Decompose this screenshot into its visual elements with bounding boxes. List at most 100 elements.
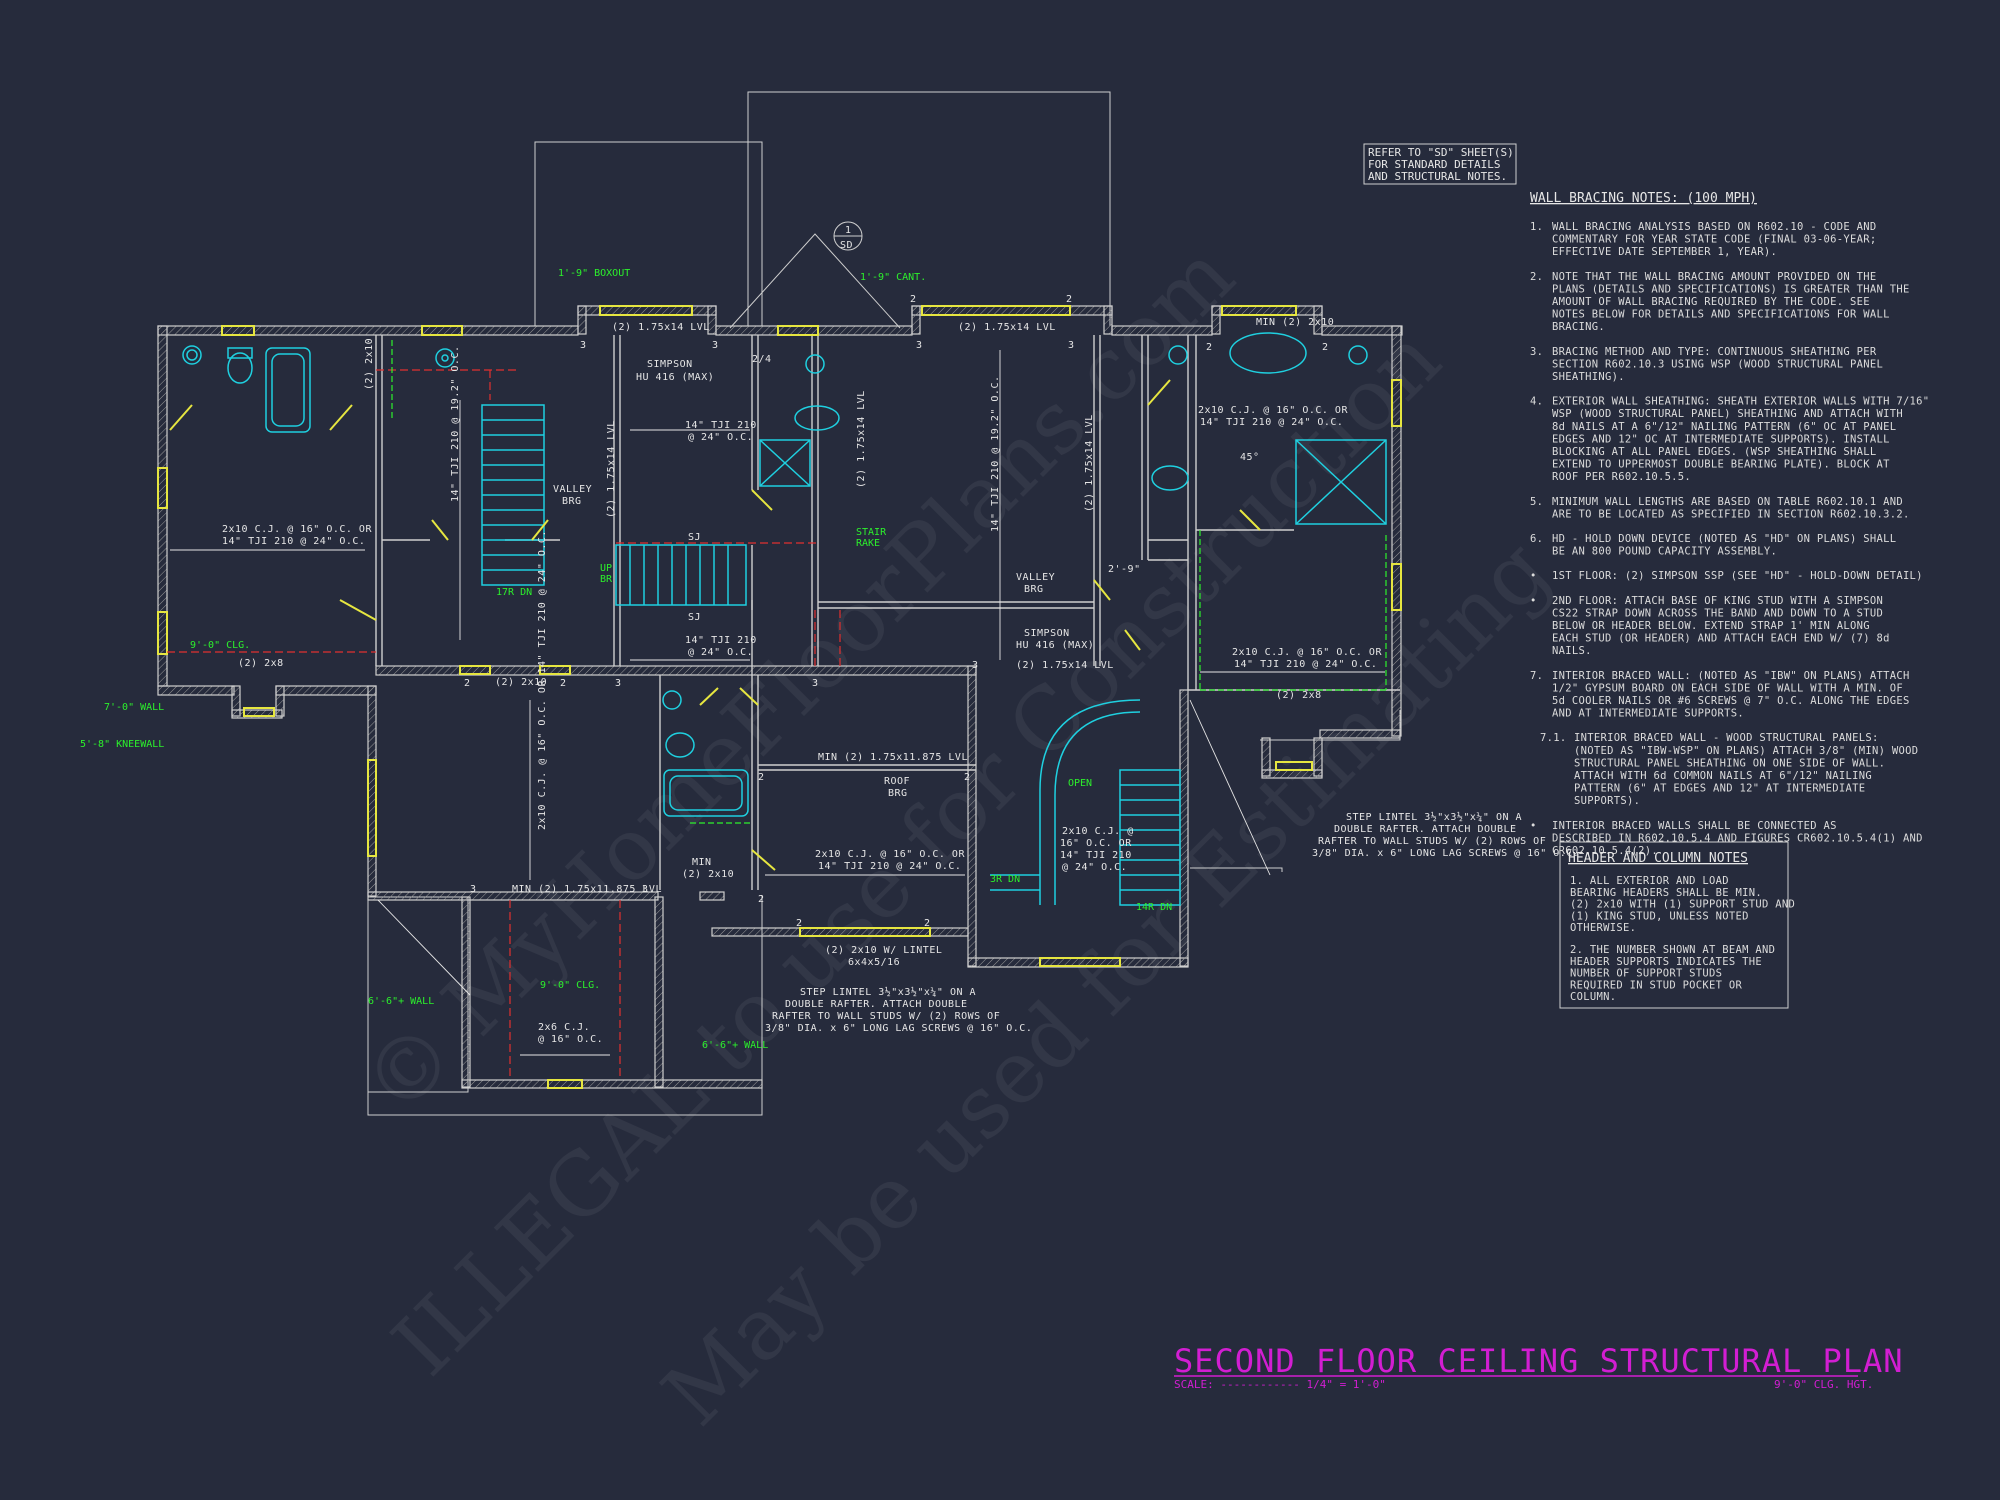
joist-label: 14" TJI 210 @ 19.2" O.C. bbox=[990, 376, 1001, 533]
wall-bracing-line: 1/2" GYPSUM BOARD ON EACH SIDE OF WALL W… bbox=[1552, 682, 1903, 694]
wall-bracing-line: NAILS. bbox=[1552, 645, 1592, 657]
joist-label: 2x10 C.J. @ 16" O.C. OR bbox=[1232, 647, 1382, 658]
lintel-note: DOUBLE RAFTER. ATTACH DOUBLE bbox=[1334, 824, 1517, 835]
stair-down-note: 3R DN bbox=[990, 874, 1020, 885]
wall-bracing-line: INTERIOR BRACED WALL: (NOTED AS "IBW" ON… bbox=[1552, 670, 1910, 682]
stair-left bbox=[481, 404, 545, 586]
wall-bracing-line: HD - HOLD DOWN DEVICE (NOTED AS "HD" ON … bbox=[1552, 533, 1896, 545]
dimension-label: 2'-9" bbox=[1108, 564, 1141, 575]
scale-label: SCALE: ------------ 1/4" = 1'-0" bbox=[1174, 1378, 1386, 1391]
wall-bracing-line: AND AT INTERMEDIATE SUPPORTS. bbox=[1552, 708, 1744, 720]
cant-note: 1'-9" CANT. bbox=[860, 272, 926, 283]
joist-label: 2x6 C.J. bbox=[538, 1022, 590, 1033]
header-label: 6x4x5/16 bbox=[848, 957, 900, 968]
sj-label: SJ bbox=[688, 532, 701, 543]
post-count: 3 bbox=[916, 340, 923, 351]
wall-bracing-line: WSP (WOOD STRUCTURAL PANEL) SHEATHING AN… bbox=[1552, 408, 1903, 420]
post-count: 3 bbox=[615, 678, 622, 689]
lintel-note: RAFTER TO WALL STUDS W/ (2) ROWS OF bbox=[772, 1011, 1000, 1022]
wall-bracing-line: CS22 STRAP DOWN ACROSS THE BAND AND DOWN… bbox=[1552, 607, 1883, 619]
wall-bracing-line: BRACING. bbox=[1552, 321, 1605, 333]
header-note-line: REQUIRED IN STUD POCKET OR bbox=[1570, 979, 1743, 991]
ceiling-note: 9'-0" CLG. bbox=[540, 980, 600, 991]
section-marker: 1 SD bbox=[833, 221, 863, 251]
wall-note: 7'-0" WALL bbox=[104, 702, 164, 713]
post-count: 2 bbox=[758, 894, 765, 905]
wall-bracing-line: EXTEND TO UPPERMOST DOUBLE BEARING PLATE… bbox=[1552, 459, 1890, 471]
post-count: 2 bbox=[796, 918, 803, 929]
hanger-label: HU 416 (MAX) bbox=[1016, 640, 1094, 651]
post-count: 2 bbox=[758, 772, 765, 783]
header-note-line: HEADER SUPPORTS INDICATES THE bbox=[1570, 956, 1762, 968]
boxout-note: 1'-9" BOXOUT bbox=[558, 268, 630, 279]
lintel-note: 3/8" DIA. x 6" LONG LAG SCREWS @ 16" O.C… bbox=[1312, 848, 1579, 859]
kneewall-note: 5'-8" KNEEWALL bbox=[80, 739, 164, 750]
joist-label: @ 16" O.C. bbox=[538, 1034, 603, 1045]
header-label: MIN bbox=[692, 857, 712, 868]
roof-brg-label: BRG bbox=[888, 788, 908, 799]
stair-right bbox=[990, 699, 1181, 906]
stair-up-note: BR bbox=[600, 574, 613, 585]
wall-bracing-line: NOTES BELOW FOR DETAILS AND SPECIFICATIO… bbox=[1552, 309, 1890, 321]
joist-label: 2x10 C.J. @ 16" O.C. OR bbox=[1198, 405, 1348, 416]
stair-down-note: 14R DN bbox=[1136, 902, 1172, 913]
wall-bracing-number: 5. bbox=[1530, 496, 1543, 508]
post-count: 3 bbox=[642, 884, 649, 895]
post-count: 2 bbox=[964, 772, 971, 783]
joist-label: @ 24" O.C. bbox=[1062, 862, 1127, 873]
refer-note-line: REFER TO "SD" SHEET(S) bbox=[1368, 146, 1514, 159]
beam-label: MIN (2) 1.75x11.875 LVL bbox=[818, 752, 968, 763]
refer-note-line: AND STRUCTURAL NOTES. bbox=[1368, 170, 1507, 183]
wall-bracing-line: SHEATHING). bbox=[1552, 371, 1625, 383]
wall-bracing-line: CR602.10.5.4(2). bbox=[1552, 845, 1658, 857]
wall-note: 6'-6"+ WALL bbox=[368, 996, 434, 1007]
header-note-line: COLUMN. bbox=[1570, 991, 1616, 1003]
post-count: 2 bbox=[1322, 342, 1329, 353]
joist-label: 16" O.C. OR bbox=[1060, 838, 1132, 849]
post-count: 2 bbox=[1206, 342, 1213, 353]
hanger-label: SIMPSON bbox=[1024, 628, 1070, 639]
wall-bracing-line: STRUCTURAL PANEL SHEATHING ON ONE SIDE O… bbox=[1574, 757, 1885, 769]
lintel-note: RAFTER TO WALL STUDS W/ (2) ROWS OF bbox=[1318, 836, 1546, 847]
beam-label: (2) 1.75x14 LVL bbox=[606, 420, 617, 518]
wall-bracing-number: • bbox=[1530, 595, 1537, 607]
wall-bracing-line: 5d COOLER NAILS OR #6 SCREWS @ 7" O.C. A… bbox=[1552, 695, 1910, 707]
post-count: 2 bbox=[560, 678, 567, 689]
header-label: (2) 2x10 bbox=[364, 338, 375, 390]
refer-note-line: FOR STANDARD DETAILS bbox=[1368, 158, 1500, 171]
refer-note-box: REFER TO "SD" SHEET(S) FOR STANDARD DETA… bbox=[1363, 143, 1517, 185]
post-count: 3 bbox=[1068, 340, 1075, 351]
wall-bracing-line: 8d NAILS AT A 6"/12" NAILING PATTERN (6"… bbox=[1552, 421, 1896, 433]
header-note-line: BEARING HEADERS SHALL BE MIN. bbox=[1570, 887, 1762, 899]
stair-up-note: UP bbox=[600, 563, 612, 574]
wall-bracing-items: 1.WALL BRACING ANALYSIS BASED ON R602.10… bbox=[1530, 221, 1929, 857]
wall-bracing-number: 1. bbox=[1530, 221, 1543, 233]
wall-bracing-line: SECTION R602.10.3 USING WSP (WOOD STRUCT… bbox=[1552, 358, 1883, 370]
header-note-line: 2. THE NUMBER SHOWN AT BEAM AND bbox=[1570, 944, 1775, 956]
wall-bracing-line: BE AN 800 POUND CAPACITY ASSEMBLY. bbox=[1552, 546, 1777, 558]
wall-bracing-line: INTERIOR BRACED WALLS SHALL BE CONNECTED… bbox=[1552, 820, 1837, 832]
beam-label: (2) 1.75x14 LVL bbox=[1084, 414, 1095, 512]
joist-label: 14" TJI 210 bbox=[1060, 850, 1132, 861]
wall-bracing-line: EXTERIOR WALL SHEATHING: SHEATH EXTERIOR… bbox=[1552, 396, 1929, 408]
stair-center bbox=[615, 544, 747, 606]
wall-bracing-line: AMOUNT OF WALL BRACING REQUIRED BY THE C… bbox=[1552, 296, 1870, 308]
hanger-label: SIMPSON bbox=[647, 359, 693, 370]
doors bbox=[169, 379, 1261, 871]
lintel-note: 3/8" DIA. x 6" LONG LAG SCREWS @ 16" O.C… bbox=[765, 1023, 1032, 1034]
header-label: (2) 2x8 bbox=[238, 658, 284, 669]
wall-bracing-number: 3. bbox=[1530, 346, 1543, 358]
joist-label: 2x10 C.J. @ 16" O.C. OR bbox=[222, 524, 372, 535]
wall-bracing-line: ROOF PER R602.10.5.5. bbox=[1552, 471, 1691, 483]
wall-note: 6'-6"+ WALL bbox=[702, 1040, 768, 1051]
joist-label: 2x10 C.J. @ bbox=[1062, 826, 1134, 837]
sj-label: SJ bbox=[688, 612, 701, 623]
wall-bracing-line: EACH STUD (OR HEADER) AND ATTACH EACH EN… bbox=[1552, 633, 1890, 645]
wall-bracing-line: EDGES AND 12" OC AT INTERMEDIATE SUPPORT… bbox=[1552, 433, 1890, 445]
wall-bracing-number: • bbox=[1530, 820, 1537, 832]
post-count: 3 bbox=[580, 340, 587, 351]
fixtures bbox=[182, 332, 1387, 906]
header-note-line: (1) KING STUD, UNLESS NOTED bbox=[1570, 910, 1749, 922]
wall-bracing-line: 1ST FLOOR: (2) SIMPSON SSP (SEE "HD" - H… bbox=[1552, 570, 1923, 582]
wall-bracing-line: COMMENTARY FOR YEAR STATE CODE (FINAL 03… bbox=[1552, 234, 1876, 246]
